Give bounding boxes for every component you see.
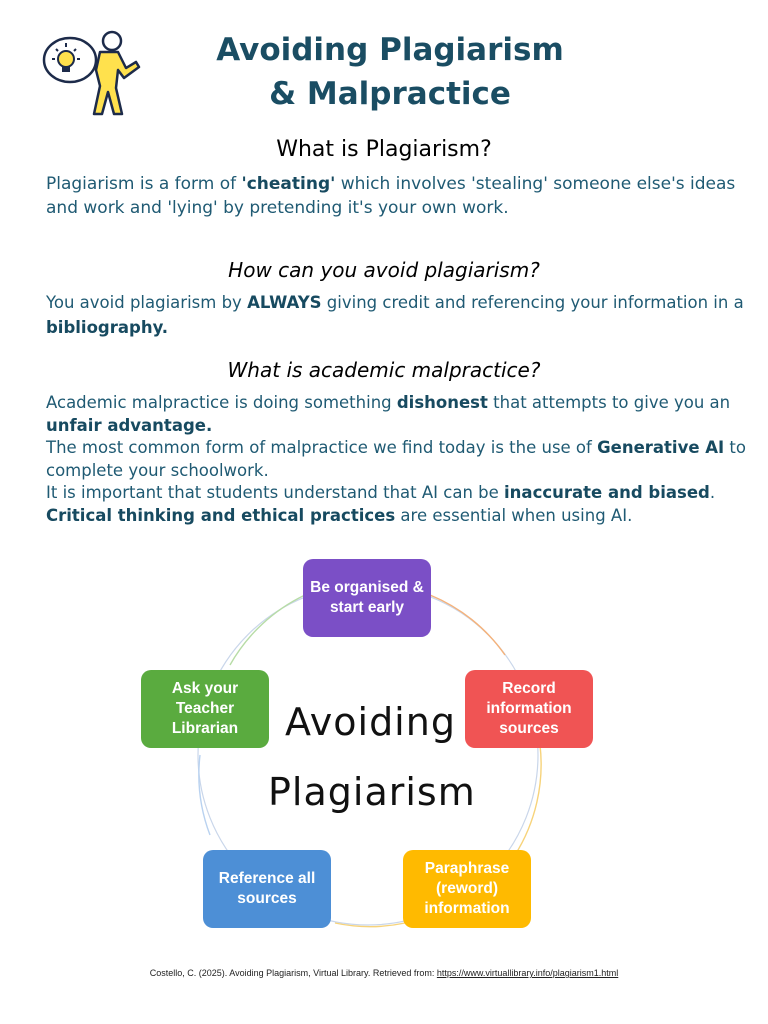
- heading-academic-malpractice: What is academic malpractice?: [227, 358, 541, 382]
- malpractice-line-3: It is important that students understand…: [46, 483, 716, 525]
- box-be-organised: Be organised & start early: [303, 559, 431, 637]
- citation-link[interactable]: https://www.virtuallibrary.info/plagiari…: [436, 968, 619, 978]
- box-reference-sources: Reference all sources: [203, 850, 331, 928]
- citation-text: Costello, C. (2025). Avoiding Plagiarism…: [149, 968, 437, 978]
- page-title: Avoiding Plagiarism & Malpractice: [180, 28, 600, 116]
- citation-footer: Costello, C. (2025). Avoiding Plagiarism…: [0, 968, 768, 978]
- box-record-sources: Record information sources: [465, 670, 593, 748]
- plagiarism-definition: Plagiarism is a form of 'cheating' which…: [46, 174, 736, 218]
- malpractice-line-2: The most common form of malpractice we f…: [46, 438, 746, 480]
- diagram-center-line-1: Avoiding: [285, 700, 456, 744]
- heading-what-is-plagiarism: What is Plagiarism?: [276, 137, 492, 162]
- malpractice-line-1: Academic malpractice is doing something …: [46, 393, 731, 435]
- avoid-plagiarism-text: You avoid plagiarism by ALWAYS giving cr…: [46, 293, 744, 337]
- box-ask-teacher-librarian: Ask your Teacher Librarian: [141, 670, 269, 748]
- person-carrying-lightbulb-icon: [40, 28, 144, 120]
- diagram-center-line-2: Plagiarism: [268, 770, 476, 814]
- title-line-2: & Malpractice: [269, 76, 511, 112]
- heading-avoid-plagiarism: How can you avoid plagiarism?: [228, 258, 540, 282]
- title-line-1: Avoiding Plagiarism: [216, 32, 564, 68]
- malpractice-text: Academic malpractice is doing something …: [46, 392, 746, 527]
- box-paraphrase: Paraphrase (reword) information: [403, 850, 531, 928]
- avoiding-plagiarism-diagram: Be organised & start early Record inform…: [120, 555, 620, 935]
